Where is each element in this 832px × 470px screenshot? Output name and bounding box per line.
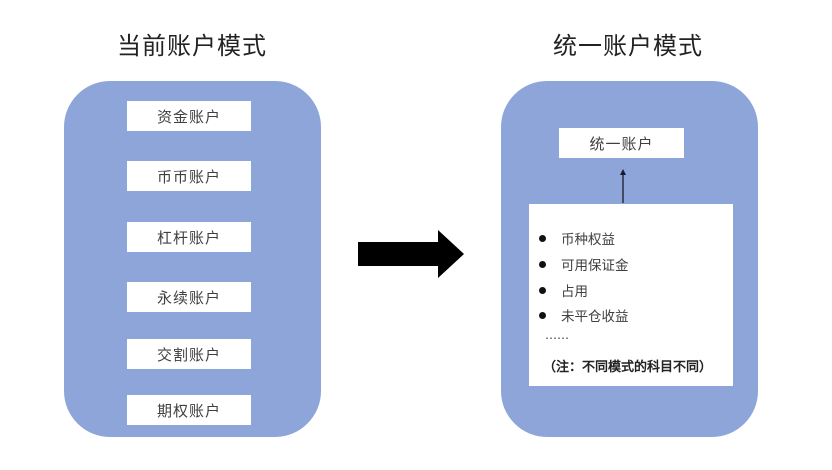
- list-item-unrealized-pnl: 未平仓收益: [539, 305, 629, 325]
- account-box-options: 期权账户: [127, 395, 251, 425]
- account-box-margin: 杠杆账户: [127, 222, 251, 252]
- bullet-icon: [539, 234, 546, 242]
- unified-account-mode-title: 统一账户模式: [553, 32, 703, 60]
- list-item-label: 未平仓收益: [561, 309, 629, 325]
- list-item-currency-equity: 币种权益: [539, 228, 615, 248]
- right-arrow-icon: [358, 230, 464, 278]
- unified-account-box: 统一账户: [559, 128, 684, 158]
- list-item-label: 占用: [561, 284, 588, 300]
- unified-mode-panel: 统一账户 币种权益 可用保证金 占用 未平仓收益 …… （注：不同模式的科目不同…: [501, 81, 758, 437]
- up-arrow-icon: [620, 169, 626, 203]
- bullet-icon: [539, 260, 546, 268]
- right-arrow-shape: [358, 230, 464, 278]
- account-box-spot: 币币账户: [127, 161, 251, 191]
- bullet-icon: [539, 311, 546, 319]
- account-box-funding: 资金账户: [127, 101, 251, 131]
- bullet-icon: [539, 286, 546, 294]
- current-account-mode-title: 当前账户模式: [117, 32, 267, 60]
- account-box-futures: 交割账户: [127, 339, 251, 369]
- ellipsis-text: ……: [545, 328, 569, 342]
- current-mode-panel: 资金账户 币币账户 杠杆账户 永续账户 交割账户 期权账户: [64, 81, 321, 437]
- note-text: （注：不同模式的科目不同）: [543, 360, 713, 375]
- list-item-label: 币种权益: [561, 232, 615, 248]
- list-item-occupied: 占用: [539, 280, 588, 300]
- list-item-label: 可用保证金: [561, 258, 629, 274]
- account-box-perpetual: 永续账户: [127, 282, 251, 312]
- account-details-box: 币种权益 可用保证金 占用 未平仓收益 …… （注：不同模式的科目不同）: [529, 204, 733, 386]
- list-item-available-margin: 可用保证金: [539, 254, 629, 274]
